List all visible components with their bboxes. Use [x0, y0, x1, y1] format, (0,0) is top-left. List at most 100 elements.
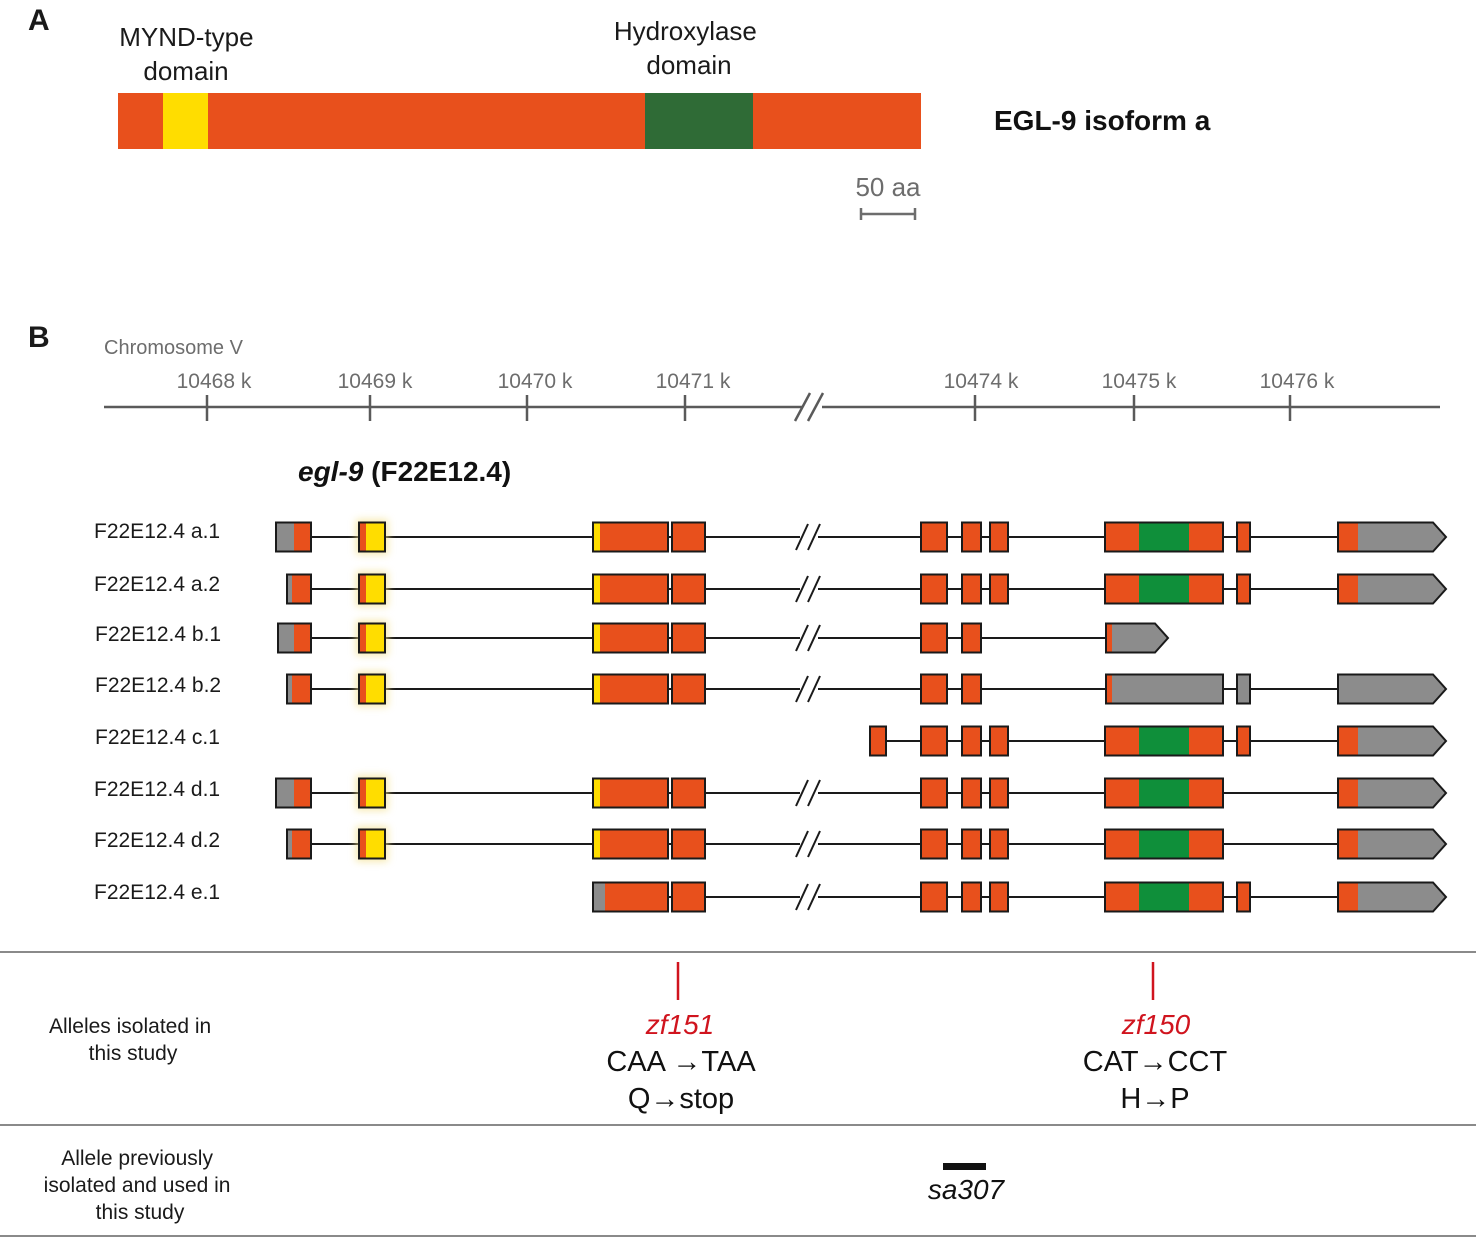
exon-3-mynd: [593, 674, 600, 704]
exon-6: [961, 881, 982, 913]
exon-7: [989, 521, 1009, 553]
exon-6: [961, 725, 982, 757]
exon-2-outline: [358, 673, 386, 705]
exon-9: [1236, 725, 1251, 757]
exon-8-utr-arrow: [1105, 622, 1170, 654]
exon-1-utr: [287, 674, 292, 704]
exon-3-mynd: [593, 829, 600, 859]
transcript-a2: [286, 571, 1448, 607]
transcript-models: [275, 519, 1448, 913]
exon-4: [671, 777, 706, 809]
alleles-this-study-label: Alleles isolated in this study: [49, 1015, 217, 1065]
tick-label-10468: 10468 k: [177, 370, 252, 393]
allele-table: Alleles isolated in this study zf151 CAA…: [0, 951, 1476, 1237]
exon-10-outline: [1337, 521, 1448, 553]
transcript-label-b1: F22E12.4 b.1: [95, 623, 221, 646]
exon-8-outline: [1104, 573, 1224, 605]
exon-10-utr-arrow: [1338, 574, 1446, 604]
exon-8-hydroxylase: [1139, 574, 1189, 604]
break-mark: [795, 523, 809, 551]
exon-1-utr: [287, 829, 292, 859]
exon-2-outline: [358, 828, 386, 860]
exon-3-mynd: [593, 623, 600, 653]
hydroxylase-domain-segment: [645, 93, 753, 149]
transcript-b2: [286, 671, 1448, 707]
transcript-a1: [275, 519, 1448, 555]
exon-5: [920, 622, 948, 654]
exon-8-coding-end: [1107, 675, 1112, 703]
transcript-e1: [592, 881, 1448, 913]
exon-1-outline: [275, 777, 312, 809]
exon-2-outline: [358, 521, 386, 553]
exon-4: [671, 673, 706, 705]
panel-a: A MYND-type domain Hydroxylase domain EG…: [28, 4, 1211, 220]
protein-bar: [118, 93, 921, 149]
break-mark: [807, 575, 821, 603]
tick-label-10470: 10470 k: [498, 370, 573, 393]
exon-10-utr-arrow: [1338, 778, 1446, 808]
transcript-d1: [275, 775, 1448, 811]
exon-8-hydroxylase: [1139, 882, 1189, 912]
exon-10-utr-arrow: [1338, 522, 1446, 552]
transcript-label-c1: F22E12.4 c.1: [95, 726, 220, 749]
exon-1-utr: [287, 574, 292, 604]
transcript-label-e1: F22E12.4 e.1: [94, 881, 220, 904]
transcript-c1: [869, 725, 1448, 757]
exon-1-outline: [286, 673, 312, 705]
exon-3-outline: [592, 521, 669, 553]
sa307-deletion-bar: [943, 1163, 986, 1170]
break-mark: [807, 675, 821, 703]
exon-8-hydroxylase: [1139, 829, 1189, 859]
exon-10-outline: [1337, 573, 1448, 605]
exon-2-outline: [358, 622, 386, 654]
exon-10-outline: [1337, 725, 1448, 757]
exon-8-utr: [1105, 673, 1224, 705]
chromosome-axis: [104, 392, 1440, 422]
exon-2-coding: [359, 778, 366, 808]
exon-1-outline: [286, 573, 312, 605]
transcript-label-b2: F22E12.4 b.2: [95, 674, 221, 697]
exon-2-coding: [359, 623, 366, 653]
break-mark: [795, 624, 809, 652]
tick-label-10475: 10475 k: [1102, 370, 1177, 393]
exon-2-coding: [359, 674, 366, 704]
exon-3-utr: [593, 882, 605, 912]
transcript-label-a2: F22E12.4 a.2: [94, 573, 220, 596]
break-mark: [795, 575, 809, 603]
mynd-domain-label: MYND-type domain: [119, 22, 261, 86]
tick-label-10469: 10469 k: [338, 370, 413, 393]
exon-6: [961, 521, 982, 553]
exon-7: [989, 573, 1009, 605]
exon-10-outline: [1337, 777, 1448, 809]
hydroxylase-domain-label: Hydroxylase domain: [614, 16, 764, 80]
exon-4: [671, 828, 706, 860]
exon-10-utr-arrow: [1337, 673, 1448, 705]
break-mark: [795, 830, 809, 858]
scale-bar: [859, 208, 917, 220]
exon-3-outline: [592, 881, 669, 913]
zf150-aa-change: H→P: [1120, 1083, 1189, 1115]
exon-4: [671, 521, 706, 553]
exon-c1-first: [869, 725, 887, 757]
exon-5: [920, 881, 948, 913]
exon-5: [920, 828, 948, 860]
exon-8-coding-end: [1107, 624, 1112, 652]
break-mark: [807, 883, 821, 911]
exon-10-coding: [1338, 778, 1358, 808]
break-mark: [807, 779, 821, 807]
exon-6: [961, 828, 982, 860]
transcript-d2: [286, 826, 1448, 862]
transcript-label-d2: F22E12.4 d.2: [94, 829, 220, 852]
exon-3-coding: [593, 829, 668, 859]
exon-9: [1236, 573, 1251, 605]
exon-10-utr-arrow: [1338, 726, 1446, 756]
exon-8-hydroxylase: [1139, 778, 1189, 808]
exon-6: [961, 573, 982, 605]
exon-1-outline: [277, 622, 312, 654]
exon-1-utr: [276, 778, 294, 808]
exon-3-outline: [592, 622, 669, 654]
exon-7: [989, 828, 1009, 860]
exon-3-coding: [593, 882, 668, 912]
exon-1-utr: [276, 522, 294, 552]
exon-8-outline: [1104, 725, 1224, 757]
